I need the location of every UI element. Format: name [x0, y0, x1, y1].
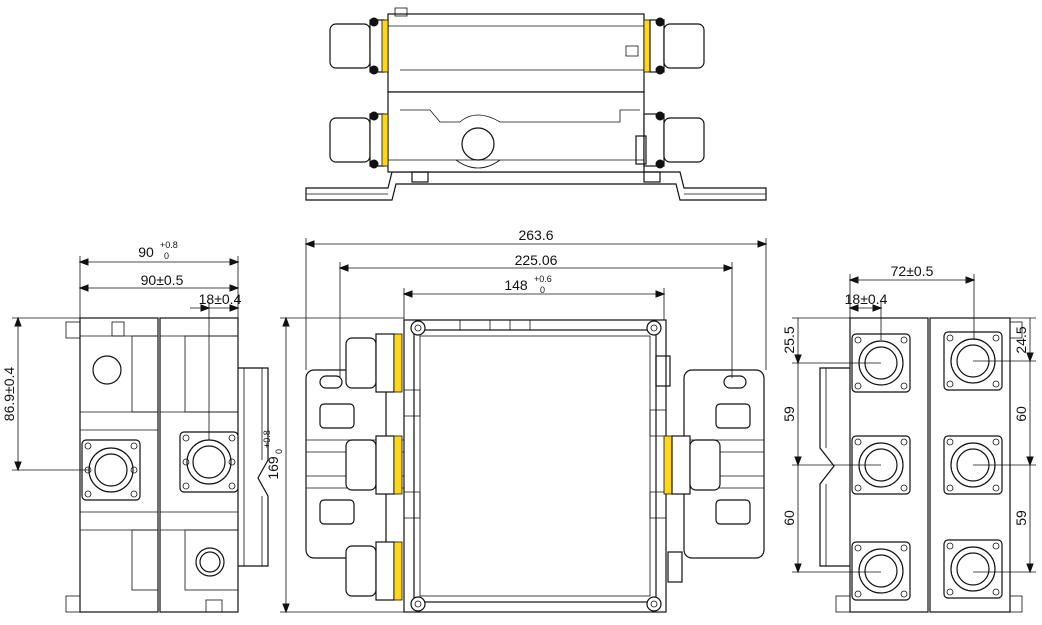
top-view-base-plate: [305, 171, 767, 201]
dim-side-width: 90: [138, 244, 154, 260]
top-view-right-connector-upper: [643, 17, 705, 75]
dim-right-top-right: 24.5: [1013, 326, 1029, 353]
dim-side-width-upper: +0.8: [160, 240, 178, 250]
front-view-right-connector: [663, 435, 721, 495]
dim-overall-width: 263.6: [518, 227, 553, 243]
right-view-connector-a3: [851, 541, 911, 601]
dim-body-width: 148: [504, 277, 528, 293]
front-view-left-connector-2: [345, 435, 403, 495]
top-view-right-connector-lower: [635, 111, 705, 169]
dim-right-pitch-left-2: 60: [781, 510, 797, 526]
front-view: [305, 319, 765, 613]
top-view-left-connector-upper: [329, 17, 389, 75]
dim-right-pitch-right-1: 60: [1013, 406, 1029, 422]
dim-center-height-upper: +0.8: [262, 430, 272, 448]
front-view-left-connector-3: [345, 541, 403, 601]
dim-center-height: 169: [265, 456, 281, 480]
dimension-labels: 263.6 225.06 148 +0.6 0 90 +0.8 0 90±0.5…: [1, 227, 1029, 526]
dim-right-pitch-right-2: 59: [1013, 510, 1029, 526]
dim-body-width-upper: +0.6: [534, 274, 552, 284]
dim-right-top-left: 25.5: [781, 326, 797, 353]
left-view-bracket: [238, 367, 269, 567]
dim-side-width-lower: 0: [164, 251, 169, 261]
dim-center-height-lower: 0: [274, 449, 284, 454]
right-view-connector-b3: [943, 539, 1003, 599]
left-side-view: [65, 317, 269, 613]
top-view-left-connector-lower: [329, 111, 389, 169]
right-view-bracket: [819, 367, 850, 567]
dim-left-height: 86.9±0.4: [1, 367, 17, 422]
dim-mount-spacing: 225.06: [515, 252, 558, 268]
dim-body-width-lower: 0: [540, 285, 545, 295]
front-view-main-body: [403, 319, 667, 613]
front-view-left-connector-1: [345, 333, 403, 393]
dim-side-width-2: 90±0.5: [141, 272, 184, 288]
top-view-lower-body: [387, 91, 645, 173]
top-view: [305, 7, 767, 201]
top-view-center-hole: [461, 127, 495, 161]
left-view-port-a: [92, 355, 122, 385]
dim-left-offset: 18±0.4: [199, 291, 242, 307]
dimensions: [12, 238, 1036, 614]
dim-right-pitch: 72±0.5: [891, 263, 934, 279]
dim-right-offset: 18±0.4: [845, 291, 888, 307]
dim-right-pitch-left-1: 59: [781, 406, 797, 422]
